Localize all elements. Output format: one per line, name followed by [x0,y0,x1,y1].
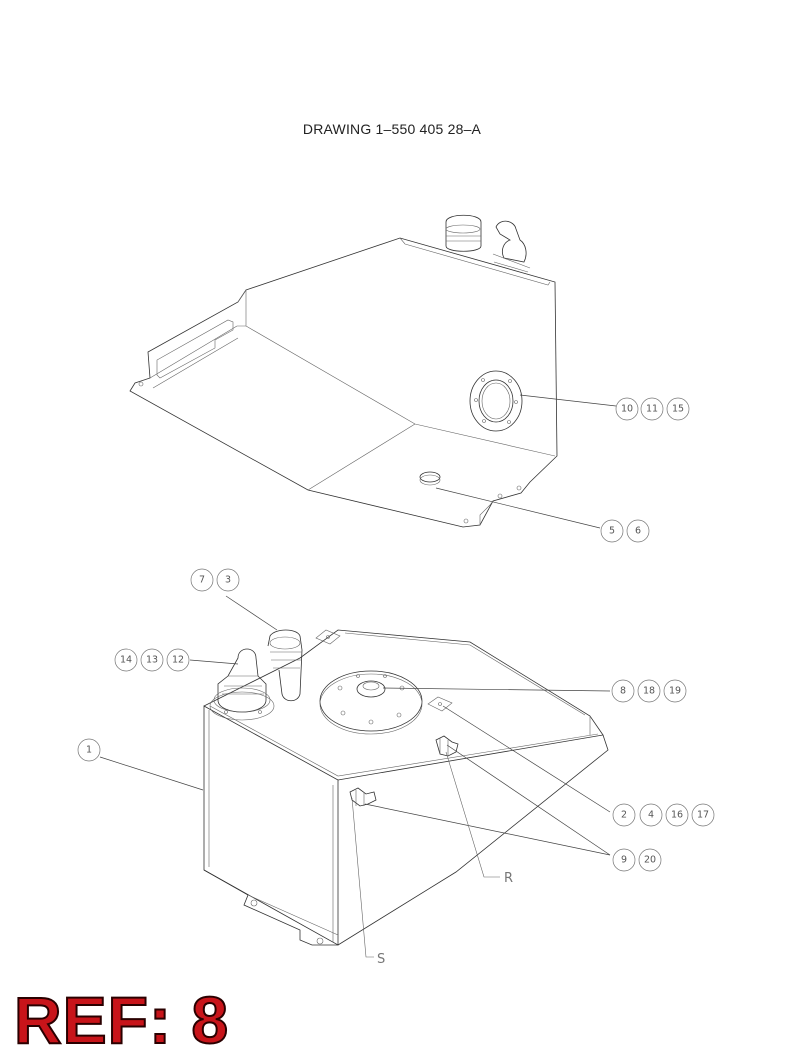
callout-13: 13 [146,655,158,666]
callout-1: 1 [86,745,92,756]
callout-18: 18 [643,686,655,697]
tank-underside-view [129,214,558,528]
callout-group-1: 1 [77,738,101,762]
callout-17: 17 [697,810,709,821]
reference-label: REF: 8 [13,982,230,1058]
callout-group-14-13-12: 14 13 12 [114,648,190,672]
callout-16: 16 [671,810,683,821]
callout-group-7-3: 7 3 [190,568,240,592]
callout-11: 11 [646,404,658,415]
callout-group-9-20: 9 20 [612,848,662,872]
callout-group-10-11-15: 10 11 15 [615,397,690,421]
callout-8: 8 [620,686,626,697]
callout-20: 20 [644,855,656,866]
callout-group-5-6: 5 6 [600,519,650,543]
callout-2: 2 [621,810,627,821]
callout-9: 9 [621,855,627,866]
drawing-title: DRAWING 1–550 405 28–A [302,121,482,137]
callout-6: 6 [635,526,641,537]
callout-12: 12 [172,655,184,666]
view-letter-s: S [377,952,385,967]
callout-14: 14 [120,655,132,666]
callout-group-8-18-19: 8 18 19 [611,679,687,703]
callout-7: 7 [199,575,205,586]
callout-group-2-4-16-17: 2 4 16 17 [612,803,715,827]
tank-top-view [203,629,609,946]
view-letter-r: R [504,871,513,886]
callout-19: 19 [669,686,681,697]
callout-15: 15 [672,404,684,415]
callout-10: 10 [621,404,633,415]
callout-3: 3 [225,575,231,586]
callout-5: 5 [609,526,615,537]
callout-4: 4 [648,810,654,821]
